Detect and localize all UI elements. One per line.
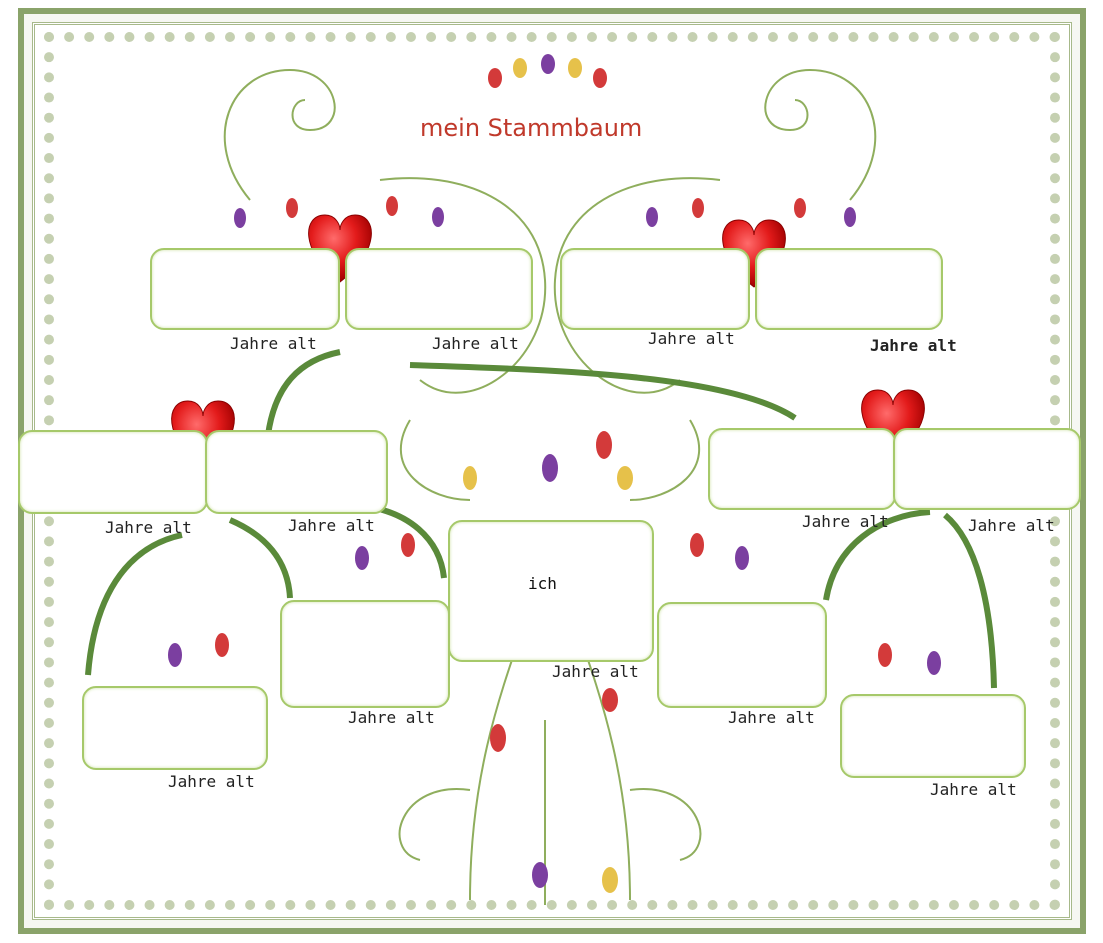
age-label: Jahre alt bbox=[105, 518, 192, 537]
age-label: Jahre alt bbox=[168, 772, 255, 791]
parent-box-3[interactable] bbox=[708, 428, 896, 510]
parent-box-2[interactable] bbox=[205, 430, 388, 514]
age-label: Jahre alt bbox=[870, 336, 957, 355]
age-label: Jahre alt bbox=[648, 329, 735, 348]
age-label: Jahre alt bbox=[552, 662, 639, 681]
grandparent-box-2[interactable] bbox=[345, 248, 533, 330]
relative-box-right[interactable] bbox=[840, 694, 1026, 778]
age-label: Jahre alt bbox=[230, 334, 317, 353]
page-title: mein Stammbaum bbox=[420, 114, 660, 142]
age-label: Jahre alt bbox=[432, 334, 519, 353]
me-label: ich bbox=[528, 574, 557, 593]
age-label: Jahre alt bbox=[802, 512, 889, 531]
relative-box-left[interactable] bbox=[82, 686, 268, 770]
sibling-box-1[interactable] bbox=[280, 600, 450, 708]
age-label: Jahre alt bbox=[930, 780, 1017, 799]
age-label: Jahre alt bbox=[968, 516, 1055, 535]
age-label: Jahre alt bbox=[728, 708, 815, 727]
age-label: Jahre alt bbox=[348, 708, 435, 727]
parent-box-1[interactable] bbox=[18, 430, 208, 514]
grandparent-box-1[interactable] bbox=[150, 248, 340, 330]
grandparent-box-3[interactable] bbox=[560, 248, 750, 330]
age-label: Jahre alt bbox=[288, 516, 375, 535]
parent-box-4[interactable] bbox=[893, 428, 1081, 510]
grandparent-box-4[interactable] bbox=[755, 248, 943, 330]
sibling-box-2[interactable] bbox=[657, 602, 827, 708]
